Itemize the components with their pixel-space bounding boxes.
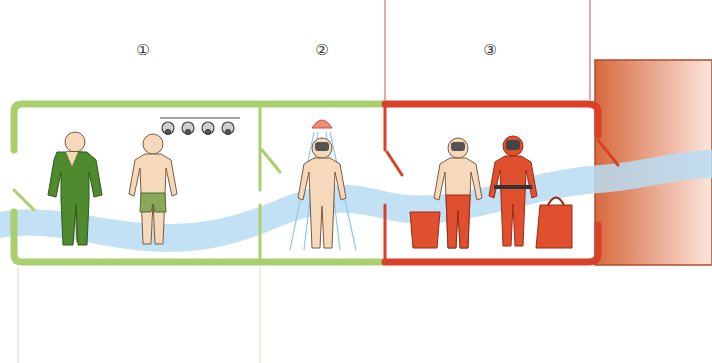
clothed-person [48,132,102,245]
cold-zone-shell [14,104,385,262]
protective-suit-person [489,136,537,246]
callout-number: ① [136,43,149,58]
hanging-masks [160,118,240,135]
undressed-person [129,134,177,244]
suiting-person [434,138,482,248]
equipment-bucket [410,198,572,249]
hot-zone-shell [385,104,618,262]
air-flow [0,150,712,252]
guide-line [18,0,590,363]
callout-number: ③ [483,43,496,58]
shower [290,120,356,250]
callout-number: ② [315,43,328,58]
